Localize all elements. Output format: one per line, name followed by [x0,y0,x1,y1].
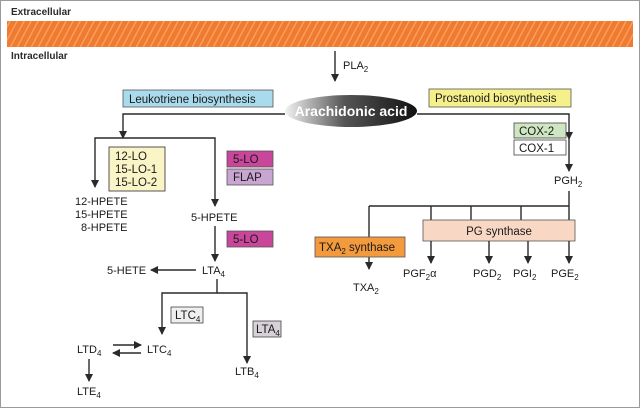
lo-15-1-label: 15-LO-1 [115,164,157,176]
cell-membrane [7,21,633,47]
five-lo-box-2 [226,230,274,248]
ltb4: LTB4 [235,366,259,380]
pla2-label: PLA2 [343,60,369,74]
hpete-15: 15-HPETE [75,209,128,221]
pgf2a: PGF2α [403,268,437,282]
ltd4: LTD4 [77,344,102,358]
cox2-label: COX-2 [519,126,554,138]
txa2-synthase-box [314,236,406,258]
flap-label: FLAP [233,172,262,184]
cox2-box [513,122,567,139]
ltc4-synthase-box [170,306,204,324]
five-hpete: 5-HPETE [191,212,237,224]
pgd2: PGD2 [473,268,502,282]
leukotriene-header [122,89,274,108]
lo-15-2-label: 15-LO-2 [115,177,157,189]
leukotriene-header-label: Leukotriene biosynthesis [129,94,256,106]
five-lo-label: 5-LO [233,154,259,166]
pg-synthase-box [422,219,576,242]
prostanoid-header [428,88,572,108]
lta4: LTA4 [202,265,226,279]
lipoxygenase-box [108,146,166,192]
txa2-synthase-label: TXA2 synthase [319,242,395,256]
arachidonic-acid-node [285,95,417,127]
intracellular-label: Intracellular [11,51,68,62]
flap-box [226,168,274,186]
txa2: TXA2 [353,282,379,296]
hpete-8: 8-HPETE [81,222,127,234]
arachidonic-acid-label: Arachidonic acid [295,103,408,119]
pgh2: PGH2 [554,175,583,189]
lta4-to-ltc4-arrow [158,279,218,335]
cox1-box [513,139,567,156]
cox1-label: COX-1 [519,143,554,155]
extracellular-label: Extracellular [11,7,71,18]
aa-to-cox-arrow [417,113,573,140]
to-5hpete-arrow [123,137,219,207]
lta4-hydrolase-label: LTA4 [256,324,280,338]
ltc4: LTC4 [147,344,172,358]
to-hpetes-arrow [91,137,123,188]
prostanoid-header-label: Prostanoid biosynthesis [435,93,557,105]
pg-synthase-label: PG synthase [466,226,532,238]
lta4-to-ltb4-arrow [217,292,251,364]
lte4: LTE4 [77,386,101,400]
hpete-12: 12-HPETE [75,196,128,208]
lta4-hydrolase-box [252,320,282,338]
five-hete: 5-HETE [107,265,146,277]
five-lo-label-2: 5-LO [233,234,259,246]
ltc4-synthase-label: LTC4 [175,310,201,324]
lo-12-label: 12-LO [115,151,147,163]
pge2: PGE2 [551,268,579,282]
aa-to-lo-arrow [119,113,285,139]
pgi2: PGI2 [513,268,537,282]
five-lo-box [226,150,274,168]
